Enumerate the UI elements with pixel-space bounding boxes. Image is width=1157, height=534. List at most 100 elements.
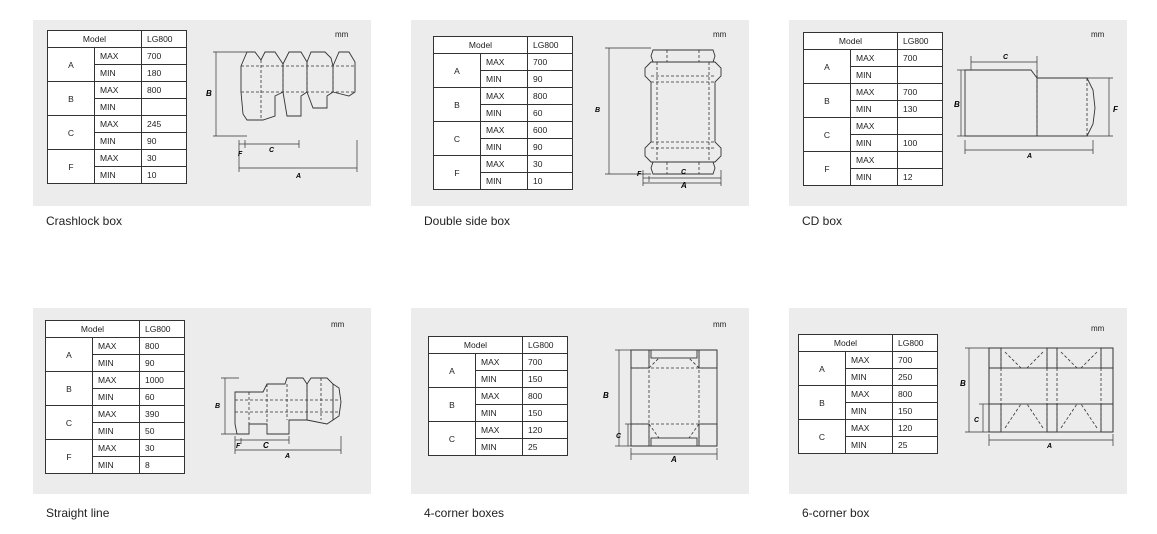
min-value: 10 [527, 172, 573, 190]
max-label: MAX [850, 83, 898, 101]
model-header: Model [798, 334, 893, 352]
max-value: 120 [522, 421, 568, 439]
dim-label: B [433, 87, 481, 122]
max-label: MAX [845, 419, 893, 437]
max-label: MAX [94, 149, 142, 167]
max-value: 700 [897, 49, 943, 67]
min-label: MIN [850, 66, 898, 84]
dim-a-label: A [1046, 443, 1052, 450]
min-label: MIN [475, 404, 523, 422]
min-value: 8 [139, 456, 185, 474]
min-label: MIN [480, 104, 528, 122]
dim-label: C [45, 405, 93, 440]
max-value [897, 151, 943, 169]
min-label: MIN [480, 70, 528, 88]
dim-label: C [428, 421, 476, 456]
min-label: MIN [94, 98, 142, 116]
max-label: MAX [850, 151, 898, 169]
machine-header: LG800 [892, 334, 938, 352]
min-label: MIN [92, 422, 140, 440]
min-value: 100 [897, 134, 943, 152]
min-label: MIN [92, 456, 140, 474]
unit-label: mm [335, 30, 349, 39]
dim-c-label: C [1003, 54, 1009, 61]
min-label: MIN [475, 370, 523, 388]
max-value: 390 [139, 405, 185, 423]
dim-c-label: C [681, 169, 687, 176]
min-label: MIN [480, 138, 528, 156]
dim-label: F [803, 151, 851, 186]
dim-label: F [47, 149, 95, 184]
6-corner-box-diagram: B C A [960, 347, 1114, 450]
max-value: 700 [897, 83, 943, 101]
max-label: MAX [475, 421, 523, 439]
dim-a-label: A [680, 181, 687, 188]
max-label: MAX [92, 439, 140, 457]
dim-label: A [45, 337, 93, 372]
max-value: 700 [522, 353, 568, 371]
max-label: MAX [480, 53, 528, 71]
max-label: MAX [475, 353, 523, 371]
max-value [897, 117, 943, 135]
dim-b-label: B [206, 89, 212, 98]
cd-box-diagram: C B F A [954, 54, 1119, 160]
model-header: Model [428, 336, 523, 354]
dim-f-label: F [236, 443, 241, 450]
dim-b-label: B [954, 100, 960, 109]
card-caption: CD box [802, 214, 843, 228]
straight-line-box-diagram: B F C A [215, 377, 342, 458]
min-value: 250 [892, 368, 938, 386]
dim-label: F [45, 439, 93, 474]
machine-header: LG800 [527, 36, 573, 54]
max-label: MAX [92, 337, 140, 355]
max-label: MAX [845, 351, 893, 369]
machine-header: LG800 [522, 336, 568, 354]
model-header: Model [433, 36, 528, 54]
min-value: 90 [141, 132, 187, 150]
min-value: 150 [892, 402, 938, 420]
dim-a-label: A [1026, 153, 1032, 160]
min-value: 25 [892, 436, 938, 454]
min-value: 130 [897, 100, 943, 118]
min-label: MIN [480, 172, 528, 190]
min-value [897, 66, 943, 84]
max-value: 800 [141, 81, 187, 99]
min-label: MIN [850, 168, 898, 186]
machine-header: LG800 [139, 320, 185, 338]
min-label: MIN [94, 166, 142, 184]
max-value: 800 [892, 385, 938, 403]
dim-label: C [433, 121, 481, 156]
dim-c-label: C [263, 441, 269, 450]
min-value: 10 [141, 166, 187, 184]
dim-c-label: C [974, 417, 980, 424]
4-corner-box-diagram: B C A [603, 349, 718, 462]
max-value: 800 [139, 337, 185, 355]
max-label: MAX [480, 155, 528, 173]
card-caption: Double side box [424, 214, 511, 228]
dim-label: A [803, 49, 851, 84]
machine-header: LG800 [897, 32, 943, 50]
max-value: 245 [141, 115, 187, 133]
dim-label: B [428, 387, 476, 422]
min-label: MIN [94, 64, 142, 82]
unit-label: mm [713, 320, 727, 329]
machine-header: LG800 [141, 30, 187, 48]
dim-label: C [803, 117, 851, 152]
min-value: 25 [522, 438, 568, 456]
max-value: 30 [141, 149, 187, 167]
dim-b-label: B [215, 403, 220, 410]
dim-label: A [428, 353, 476, 388]
dim-b-label: B [960, 379, 966, 388]
min-value: 180 [141, 64, 187, 82]
max-label: MAX [92, 371, 140, 389]
min-label: MIN [845, 368, 893, 386]
dim-a-label: A [670, 455, 677, 462]
min-value: 90 [527, 138, 573, 156]
min-label: MIN [92, 388, 140, 406]
card-caption: 6-corner box [802, 506, 870, 520]
